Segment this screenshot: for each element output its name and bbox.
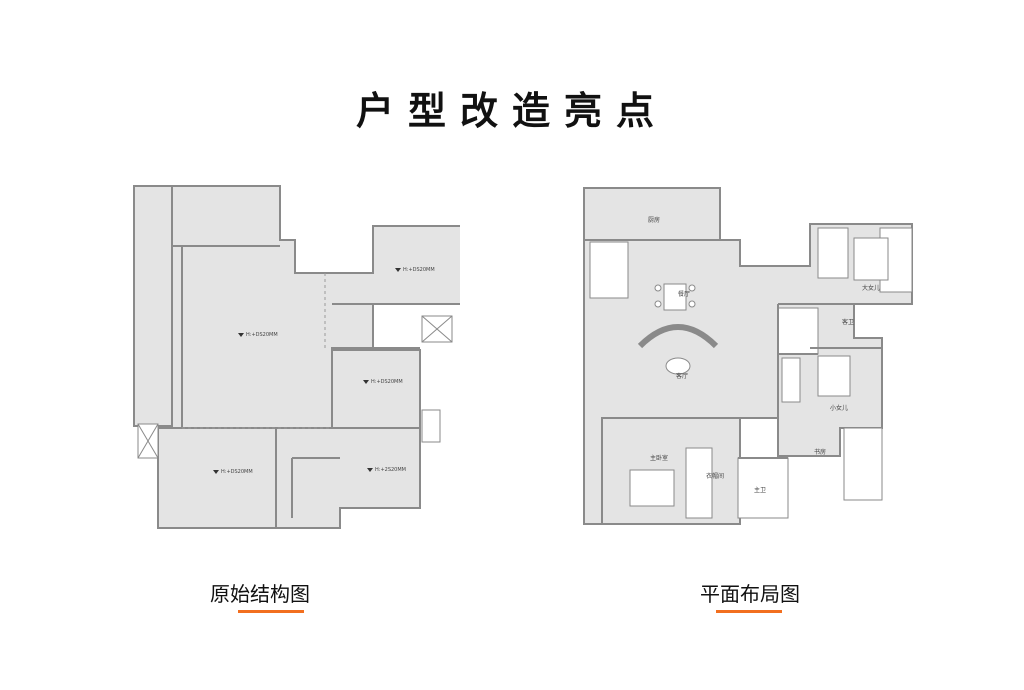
floor-layout-plan: 厨房 餐厅 客厅 主卧室 衣帽间 主卫 大女儿 客卫 小女儿 书房 bbox=[578, 178, 924, 542]
elevation-label: H:+DS20MM bbox=[371, 379, 403, 385]
room-label: 客卫 bbox=[842, 318, 854, 326]
elevation-label: H:+DS20MM bbox=[246, 332, 278, 338]
room-label: 书房 bbox=[814, 448, 826, 456]
room-label: 大女儿 bbox=[862, 284, 880, 292]
room-label: 主卫 bbox=[754, 486, 766, 494]
elevation-label: H:+DS20MM bbox=[403, 267, 435, 273]
elevation-label: H:+2S20MM bbox=[375, 467, 406, 473]
layout-caption-underline bbox=[716, 610, 782, 613]
layout-plan-drawing: 厨房 餐厅 客厅 主卧室 衣帽间 主卫 大女儿 客卫 小女儿 书房 bbox=[583, 187, 913, 525]
original-caption-underline bbox=[238, 610, 304, 613]
room-label: 厨房 bbox=[648, 216, 660, 224]
original-plan-drawing: H:+DS20MM H:+DS20MM H:+DS20MM H:+DS20MM … bbox=[133, 185, 473, 529]
room-label: 餐厅 bbox=[678, 290, 690, 298]
room-label: 小女儿 bbox=[830, 404, 848, 412]
room-label: 客厅 bbox=[676, 372, 688, 380]
page-title: 户型改造亮点 bbox=[355, 89, 668, 133]
room-label: 主卧室 bbox=[650, 454, 668, 462]
original-plan-caption: 原始结构图 bbox=[210, 582, 310, 606]
elevation-label: H:+DS20MM bbox=[221, 469, 253, 475]
layout-plan-caption: 平面布局图 bbox=[700, 582, 800, 606]
original-structure-plan: H:+DS20MM H:+DS20MM H:+DS20MM H:+DS20MM … bbox=[120, 178, 473, 542]
room-label: 衣帽间 bbox=[706, 472, 724, 480]
